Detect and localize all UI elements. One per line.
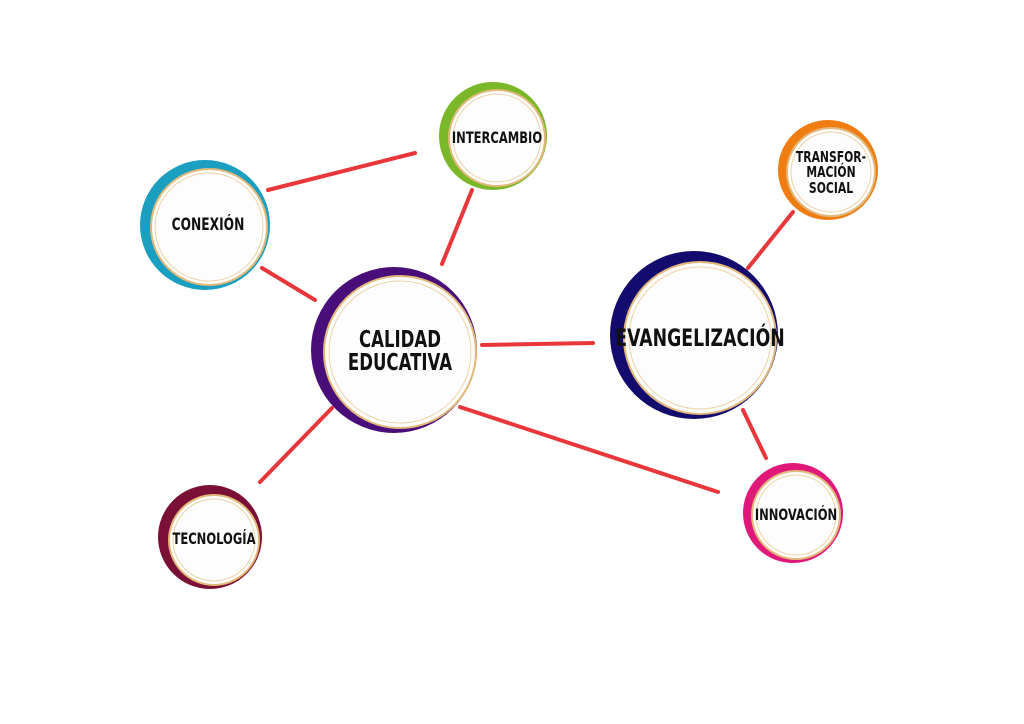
node-intercambio-label: INTERCAMBIO [451,127,543,147]
node-intercambio-circle [439,82,547,190]
transformacion-line2: MACIÓN [806,163,856,182]
node-tecnologia-circle [158,485,262,589]
node-transformacion-label: TRANSFOR- MACIÓN SOCIAL [795,143,867,203]
node-tecnologia-label: TECNOLOGÍA [172,528,256,548]
node-calidad-label: CALIDAD EDUCATIVA [342,322,457,382]
edge-conexion-calidad [260,266,317,302]
calidad-line1: CALIDAD [358,326,441,353]
node-calidad-circle [311,267,477,433]
node-innovacion-circle [743,463,843,563]
edge-calidad-innovacion [458,405,720,494]
calidad-line2: EDUCATIVA [347,350,453,376]
transformacion-line3: SOCIAL [808,178,854,197]
transformacion-line1: TRANSFOR- [795,148,867,167]
node-conexion-label: CONEXIÓN [171,215,245,236]
node-transformacion-circle [778,120,878,220]
edge-conexion-intercambio [266,151,417,192]
node-evangelizacion-circle [610,251,778,419]
node-conexion-circle [140,160,270,290]
node-innovacion-label: INNOVACIÓN [754,504,838,524]
edge-calidad-tecnologia [258,406,334,484]
edge-calidad-evangelizacion [480,341,595,347]
edge-evangelizacion-innovacion [741,408,768,460]
edge-evangelizacion-transformacion [746,210,795,270]
edge-intercambio-calidad [440,188,474,266]
node-evangelizacion-label: EVANGELIZACIÓN [615,323,785,352]
